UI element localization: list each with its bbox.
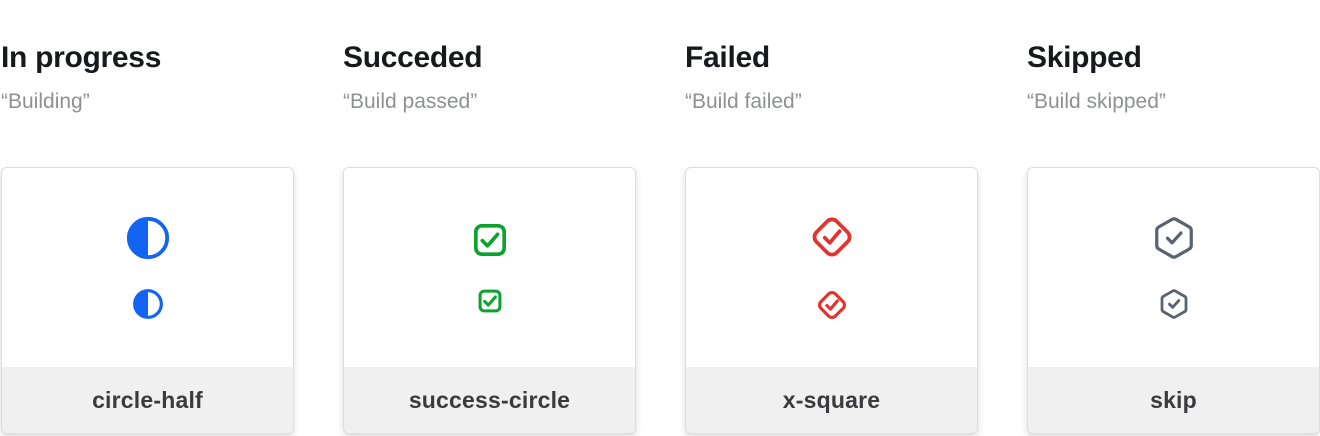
icon-preview-area	[344, 168, 635, 367]
status-tooltip-text: “Build skipped”	[1027, 90, 1166, 113]
icon-name-label: x-square	[782, 386, 881, 413]
checkbox-check-icon-small	[478, 289, 501, 313]
hexagon-check-icon	[1154, 217, 1193, 259]
status-column-in-progress: In progress “Building” circle-half	[1, 0, 294, 434]
icon-card-circle-half: circle-half	[1, 167, 294, 434]
diamond-check-icon	[812, 217, 851, 257]
status-column-failed: Failed “Build failed” x-square	[685, 0, 978, 434]
status-tooltip-text: “Build passed”	[343, 90, 478, 113]
diamond-check-icon-small	[817, 291, 846, 319]
icon-name-footer: skip	[1028, 367, 1319, 433]
status-title: Failed	[685, 41, 770, 74]
icon-name-footer: success-circle	[344, 367, 635, 433]
status-column-skipped: Skipped “Build skipped” skip	[1027, 0, 1320, 434]
icon-preview-area	[2, 168, 293, 367]
icon-card-skip: skip	[1027, 167, 1320, 434]
status-title: Succeded	[343, 41, 483, 74]
status-title: In progress	[1, 41, 162, 74]
checkbox-check-icon	[473, 224, 506, 256]
icon-name-label: circle-half	[92, 386, 203, 413]
status-column-succeded: Succeded “Build passed” success-circle	[343, 0, 636, 434]
icon-name-label: success-circle	[408, 386, 571, 413]
icon-name-label: skip	[1150, 386, 1197, 413]
icon-name-footer: circle-half	[2, 367, 293, 433]
icon-card-success-circle: success-circle	[343, 167, 636, 434]
icon-name-footer: x-square	[686, 367, 977, 433]
circle-half-icon	[126, 216, 169, 260]
icon-preview-area	[1028, 168, 1319, 367]
icon-card-x-square: x-square	[685, 167, 978, 434]
hexagon-check-icon-small	[1160, 289, 1187, 319]
status-title: Skipped	[1027, 41, 1142, 74]
status-tooltip-text: “Build failed”	[685, 90, 802, 113]
icon-preview-area	[686, 168, 977, 367]
circle-half-icon-small	[132, 289, 163, 319]
status-tooltip-text: “Building”	[1, 90, 90, 113]
